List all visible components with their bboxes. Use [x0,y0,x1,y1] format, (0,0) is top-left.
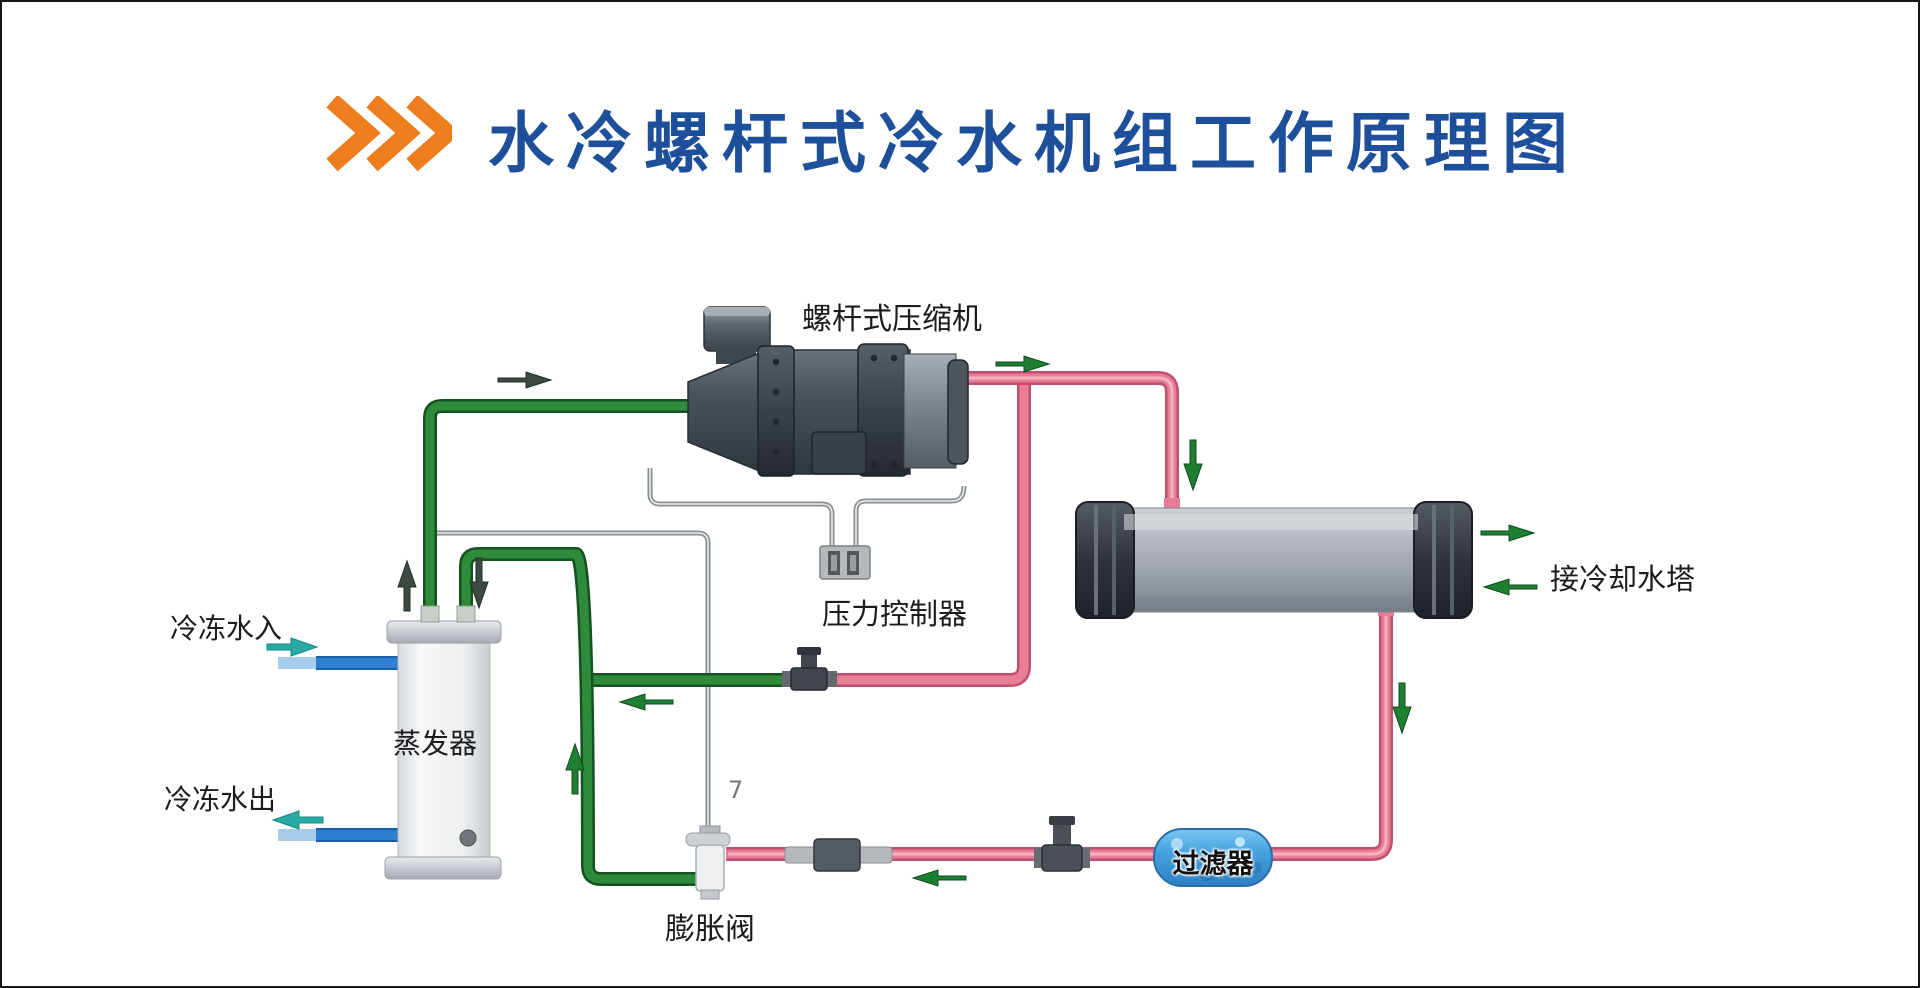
filter-label: 过滤器 [1172,849,1254,880]
liquid-line-valve [1034,816,1090,872]
bypass-valve [782,647,837,691]
flow-arrow-right-icon [995,355,1050,373]
chilled-water-pipes [278,656,402,842]
mark-7-label: 7 [728,776,744,804]
flow-arrow-down-icon [1392,682,1412,734]
chilled-water-in-label: 冷冻水入 [170,612,283,645]
expansion-valve [685,825,731,900]
pressure-controller-label: 压力控制器 [822,597,968,631]
flow-arrow-left-icon [912,869,967,887]
filter [1153,828,1273,887]
screw-compressor [687,306,969,477]
flow-arrow-right-icon [497,371,552,389]
evaporator [384,605,502,880]
pressure-controller [819,545,871,580]
high-pressure-pipes [726,371,1393,861]
flow-arrow-down-icon [1183,439,1203,491]
expansion-valve-label: 膨胀阀 [665,912,755,947]
evaporator-label: 蒸发器 [393,727,478,760]
controller-line-right [853,485,967,550]
flow-arrow-left-icon [619,693,674,711]
cooling-tower-label: 接冷却水塔 [1550,562,1696,596]
flow-arrow-up-icon [397,560,417,612]
condenser [1075,498,1473,619]
flow-arrow-left-icon [1483,578,1538,596]
control-lines [432,468,967,835]
discharge-pipe [958,371,1179,514]
evaporator-port [459,829,477,847]
low-pressure-pipes [423,399,793,886]
triple-chevron-right-icon [326,96,452,172]
water-arrow-left-icon [272,810,324,830]
compressor-label: 螺杆式压缩机 [802,302,982,337]
page-title: 水冷螺杆式冷水机组工作原理图 [488,105,1580,182]
pipe-coupling [784,838,893,872]
chilled-water-out-label: 冷冻水出 [164,783,277,816]
flow-arrow-right-icon [1480,524,1535,542]
